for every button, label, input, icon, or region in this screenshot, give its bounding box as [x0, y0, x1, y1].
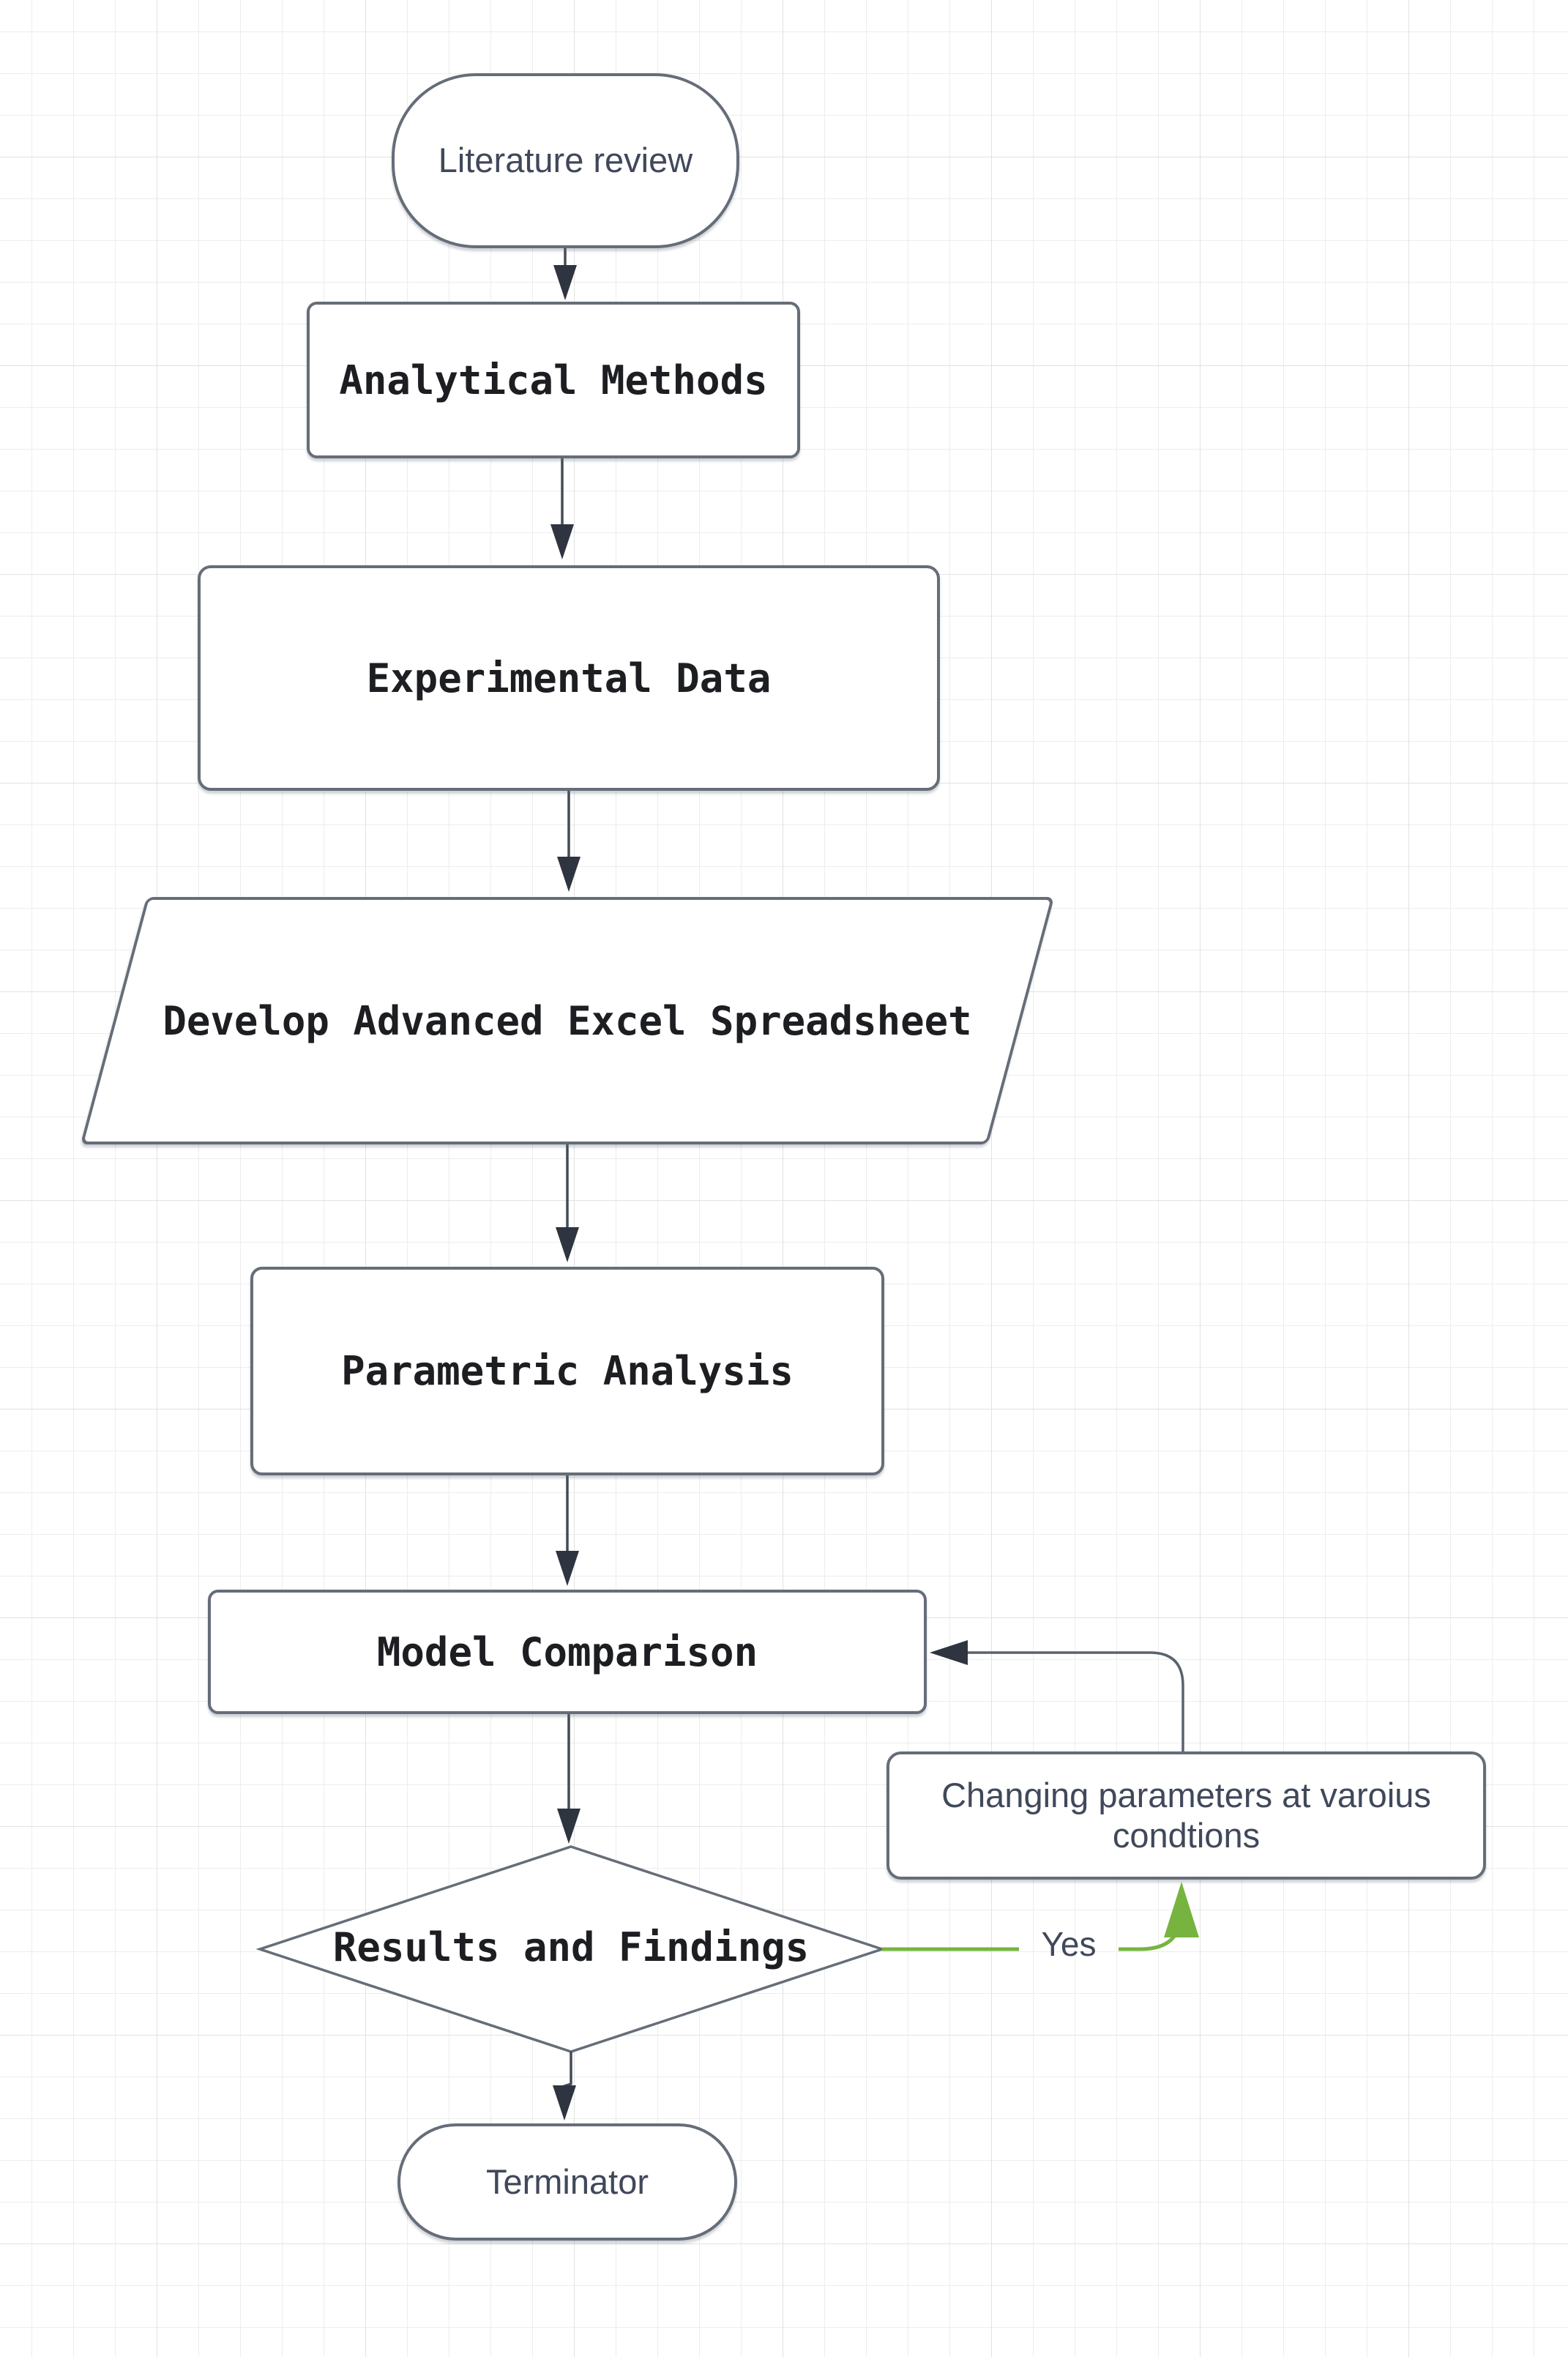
node-label: Results and Findings — [332, 1924, 810, 1970]
edge-label-yes[interactable]: Yes — [1041, 1925, 1097, 1963]
node-label: Parametric Analysis — [341, 1348, 794, 1394]
node-literature-review[interactable]: Literature review — [392, 73, 739, 248]
node-changing-parameters[interactable]: Changing parameters at varoius condtions — [886, 1751, 1486, 1880]
node-terminator[interactable]: Terminator — [397, 2123, 737, 2241]
edge-literature-to-analytical[interactable] — [553, 248, 577, 300]
node-analytical-methods[interactable]: Analytical Methods — [307, 302, 800, 458]
edge-experimental-to-spreadsheet[interactable] — [557, 791, 580, 892]
node-label: Analytical Methods — [339, 357, 768, 403]
node-label: Develop Advanced Excel Spreadsheet — [163, 997, 972, 1044]
node-model-comparison[interactable]: Model Comparison — [208, 1590, 927, 1714]
edge-changing-to-model[interactable] — [930, 1640, 1184, 1751]
node-label: Literature review — [438, 141, 693, 179]
edge-decision-to-terminator[interactable] — [553, 2052, 576, 2120]
edge-parametric-to-model[interactable] — [556, 1475, 579, 1586]
edge-model-to-decision[interactable] — [557, 1714, 580, 1844]
node-parametric-analysis[interactable]: Parametric Analysis — [250, 1267, 884, 1475]
node-results-findings[interactable]: Results and Findings — [315, 1924, 827, 1970]
node-experimental-data[interactable]: Experimental Data — [198, 565, 940, 791]
node-label: Terminator — [485, 2161, 649, 2201]
node-develop-spreadsheet[interactable]: Develop Advanced Excel Spreadsheet — [80, 897, 1055, 1144]
node-label: Changing parameters at varoius condtions — [941, 1775, 1431, 1855]
node-label: Model Comparison — [376, 1628, 758, 1675]
edge-decision-yes-to-changing[interactable] — [882, 1882, 1199, 1951]
edge-analytical-to-experimental[interactable] — [550, 458, 574, 559]
node-label: Experimental Data — [366, 655, 772, 701]
edge-spreadsheet-to-parametric[interactable] — [556, 1144, 579, 1262]
